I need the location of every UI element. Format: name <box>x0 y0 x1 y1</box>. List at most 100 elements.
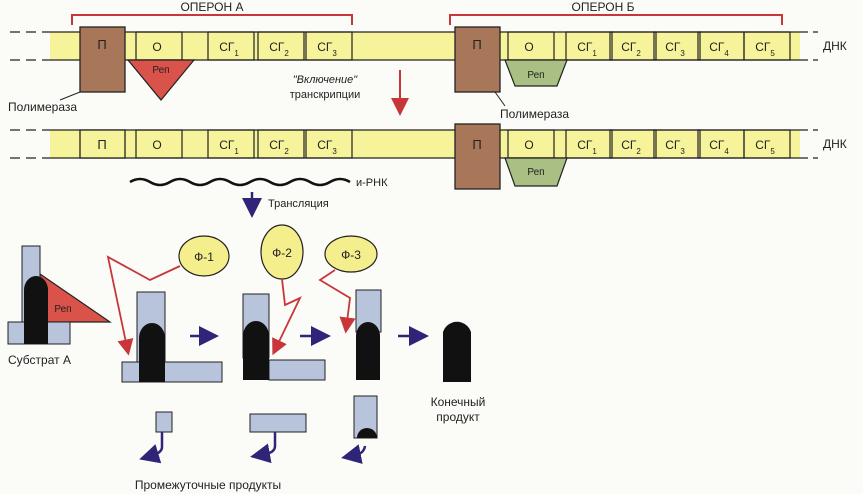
translation-label: Трансляция <box>268 198 329 210</box>
intermediate-products-label: Промежуточные продукты <box>135 478 281 492</box>
end-product-label-1: Конечный <box>431 395 486 409</box>
polymerase-b-top: П <box>454 26 501 93</box>
operon-b-gene-6: СГ5 <box>743 31 791 61</box>
operon-b-gene-4: СГ3 <box>653 31 701 61</box>
dna-bottom-genes: О СГ1 СГ2 СГ3 О СГ1 СГ2 СГ3 СГ4 СГ5 <box>135 129 791 159</box>
gene-subscript: 1 <box>592 49 597 58</box>
polymerase-b-bottom: П <box>454 123 501 190</box>
operon-b-gene-4: СГ3 <box>653 129 701 159</box>
intermediate-product-3 <box>341 395 378 464</box>
mrna-wave <box>129 177 351 187</box>
intermediate-product-2 <box>249 413 307 464</box>
gene-label: СГ1 <box>577 138 597 156</box>
gene-subscript: 4 <box>724 49 729 58</box>
operon-b-gene-2: СГ1 <box>565 31 613 61</box>
repressor-active: Реп <box>126 59 196 101</box>
f2-action-arrow <box>272 278 302 356</box>
gene-subscript: 4 <box>724 147 729 156</box>
enzyme-f3: Ф-3 <box>324 235 378 273</box>
gene-label: СГ2 <box>621 40 641 58</box>
gene-subscript: 2 <box>636 49 641 58</box>
f1-action-arrow <box>106 255 181 356</box>
operon-a-bracket: ОПЕРОН А <box>71 0 353 25</box>
gene-subscript: 2 <box>284 49 289 58</box>
gene-label: СГ4 <box>709 138 729 156</box>
substrate-label: Субстрат А <box>8 353 71 367</box>
polymerase-right-pointer <box>494 91 506 107</box>
operon-a-gene-2: СГ1 <box>207 31 255 61</box>
f3-action-arrow <box>318 269 356 334</box>
repressor-inactive-bottom: Реп <box>504 157 568 187</box>
svg-text:Ф-2: Ф-2 <box>272 246 292 260</box>
gene-label: СГ1 <box>577 40 597 58</box>
operon-a-gene-1: О <box>135 129 183 159</box>
gene-label: СГ3 <box>665 138 685 156</box>
gene-label: СГ4 <box>709 40 729 58</box>
svg-text:Ф-1: Ф-1 <box>194 250 214 264</box>
gene-label: СГ1 <box>219 138 239 156</box>
repressor-inactive-top: Реп <box>504 59 568 87</box>
operon-b-gene-2: СГ1 <box>565 129 613 159</box>
operon-a-gene-3: СГ2 <box>257 31 305 61</box>
substrate-repressor-label: Реп <box>54 304 71 315</box>
polymerase-a-bottom: П <box>79 129 126 159</box>
gene-subscript: 2 <box>284 147 289 156</box>
gene-subscript: 3 <box>680 147 685 156</box>
polymerase-a-top: П <box>79 26 126 93</box>
svg-text:Ф-3: Ф-3 <box>341 248 361 262</box>
operon-b-title: ОПЕРОН Б <box>572 0 635 14</box>
gene-subscript: 1 <box>592 147 597 156</box>
gene-label: СГ3 <box>317 40 337 58</box>
gene-subscript: 5 <box>770 49 775 58</box>
operon-a-gene-4: СГ3 <box>305 129 353 159</box>
operon-a-gene-2: СГ1 <box>207 129 255 159</box>
polymerase-left-label: Полимераза <box>8 100 77 114</box>
svg-text:Реп: Реп <box>527 70 544 81</box>
operon-b-bracket: ОПЕРОН Б <box>449 0 783 25</box>
substrate-stage-3 <box>355 289 382 380</box>
gene-subscript: 2 <box>636 147 641 156</box>
gene-label: СГ5 <box>755 40 775 58</box>
activation-label-1: "Включение" <box>293 74 359 86</box>
gene-label: СГ3 <box>665 40 685 58</box>
svg-text:П: П <box>97 37 106 52</box>
svg-text:П: П <box>472 37 481 52</box>
gene-subscript: 3 <box>680 49 685 58</box>
svg-text:Реп: Реп <box>152 65 169 76</box>
gene-label: О <box>152 40 161 54</box>
gene-subscript: 5 <box>770 147 775 156</box>
polymerase-right-label: Полимераза <box>500 107 569 121</box>
substrate-stage-2 <box>242 293 326 381</box>
gene-label: О <box>152 138 161 152</box>
end-product <box>443 321 471 382</box>
gene-label: СГ5 <box>755 138 775 156</box>
enzyme-f1: Ф-1 <box>178 235 230 277</box>
substrate-a: Реп <box>7 245 112 345</box>
gene-label: СГ1 <box>219 40 239 58</box>
activation-label-2: транскрипции <box>290 89 360 101</box>
operon-b-gene-3: СГ2 <box>609 31 657 61</box>
gene-subscript: 3 <box>332 49 337 58</box>
operon-a-gene-3: СГ2 <box>257 129 305 159</box>
operon-b-gene-3: СГ2 <box>609 129 657 159</box>
enzyme-f2: Ф-2 <box>260 224 304 280</box>
gene-label: О <box>524 138 533 152</box>
operon-b-gene-6: СГ5 <box>743 129 791 159</box>
gene-label: СГ2 <box>269 138 289 156</box>
gene-label: СГ2 <box>621 138 641 156</box>
gene-label: СГ2 <box>269 40 289 58</box>
end-product-label-2: продукт <box>436 410 480 424</box>
intermediate-product-1 <box>139 411 173 464</box>
svg-text:П: П <box>97 137 106 152</box>
dna-label-bottom: ДНК <box>823 137 847 151</box>
svg-text:П: П <box>472 137 481 152</box>
dna-label-top: ДНК <box>823 39 847 53</box>
gene-subscript: 3 <box>332 147 337 156</box>
operon-a-title: ОПЕРОН А <box>180 0 243 14</box>
gene-subscript: 1 <box>234 49 239 58</box>
substrate-stage-1 <box>121 291 223 383</box>
mrna-label: и-РНК <box>356 177 388 189</box>
polymerase-left-pointer <box>59 91 81 101</box>
svg-text:Реп: Реп <box>527 167 544 178</box>
